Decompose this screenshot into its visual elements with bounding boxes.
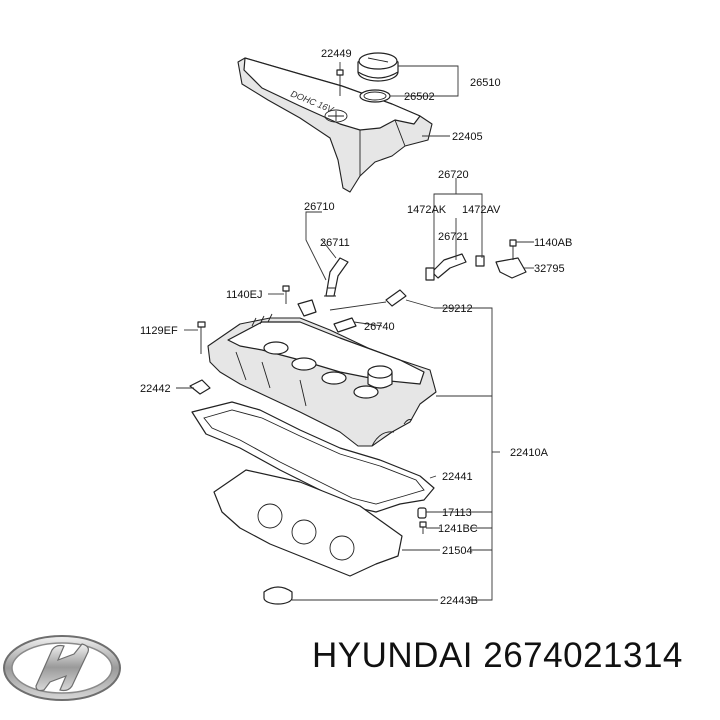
callout-1140EJ: 1140EJ	[226, 289, 263, 301]
callout-17113: 17113	[442, 507, 472, 519]
breather-hose-26711	[324, 257, 349, 297]
bolt-1241BC	[419, 521, 427, 534]
callout-22441: 22441	[442, 471, 473, 483]
callout-1140AB: 1140AB	[534, 237, 572, 249]
callout-22443B: 22443B	[440, 595, 478, 607]
callout-22442: 22442	[140, 383, 171, 395]
oil-filler-cap	[357, 52, 399, 82]
engine-cover: DOHC 16V	[237, 57, 433, 193]
callout-26720: 26720	[438, 169, 469, 181]
callout-32795: 32795	[534, 263, 565, 275]
footer: HYUNDAI 2674021314	[0, 620, 720, 720]
pcv-pipe-29212	[385, 289, 407, 307]
callout-labels: 22449 26510 26502 22405 26720 1472AK 147…	[140, 48, 572, 607]
baffle-plate	[213, 469, 403, 577]
hyundai-logo-icon	[3, 635, 121, 701]
rocker-cover	[207, 313, 437, 447]
callout-1472AV: 1472AV	[462, 204, 501, 216]
callout-26502: 26502	[404, 91, 435, 103]
grommet-22442	[189, 379, 211, 395]
callout-26510: 26510	[470, 77, 501, 89]
callout-1241BC: 1241BC	[438, 523, 478, 535]
callout-26710: 26710	[304, 201, 335, 213]
callout-21504: 21504	[442, 545, 473, 557]
callout-22449: 22449	[321, 48, 352, 60]
leader-lines	[176, 62, 534, 601]
pcv-valve-26740	[333, 317, 357, 333]
clamp-1140EJ	[297, 299, 317, 317]
callout-26740: 26740	[364, 321, 395, 333]
rocker-gasket	[191, 401, 435, 513]
part-number-caption: HYUNDAI 2674021314	[312, 636, 683, 675]
callout-1472AK: 1472AK	[407, 204, 447, 216]
breather-hose-26721	[425, 253, 485, 281]
bolt-1140EJ	[282, 285, 290, 304]
seal-22443B	[263, 586, 293, 605]
plug-17113	[417, 507, 427, 519]
bracket-32795	[495, 239, 527, 279]
bolt-1129EF	[197, 321, 206, 354]
callout-29212: 29212	[442, 303, 473, 315]
callout-26721: 26721	[438, 231, 469, 243]
callout-26711: 26711	[320, 237, 350, 249]
callout-22405: 22405	[452, 131, 483, 143]
callout-1129EF: 1129EF	[140, 325, 178, 337]
callout-22410A: 22410A	[510, 447, 549, 459]
